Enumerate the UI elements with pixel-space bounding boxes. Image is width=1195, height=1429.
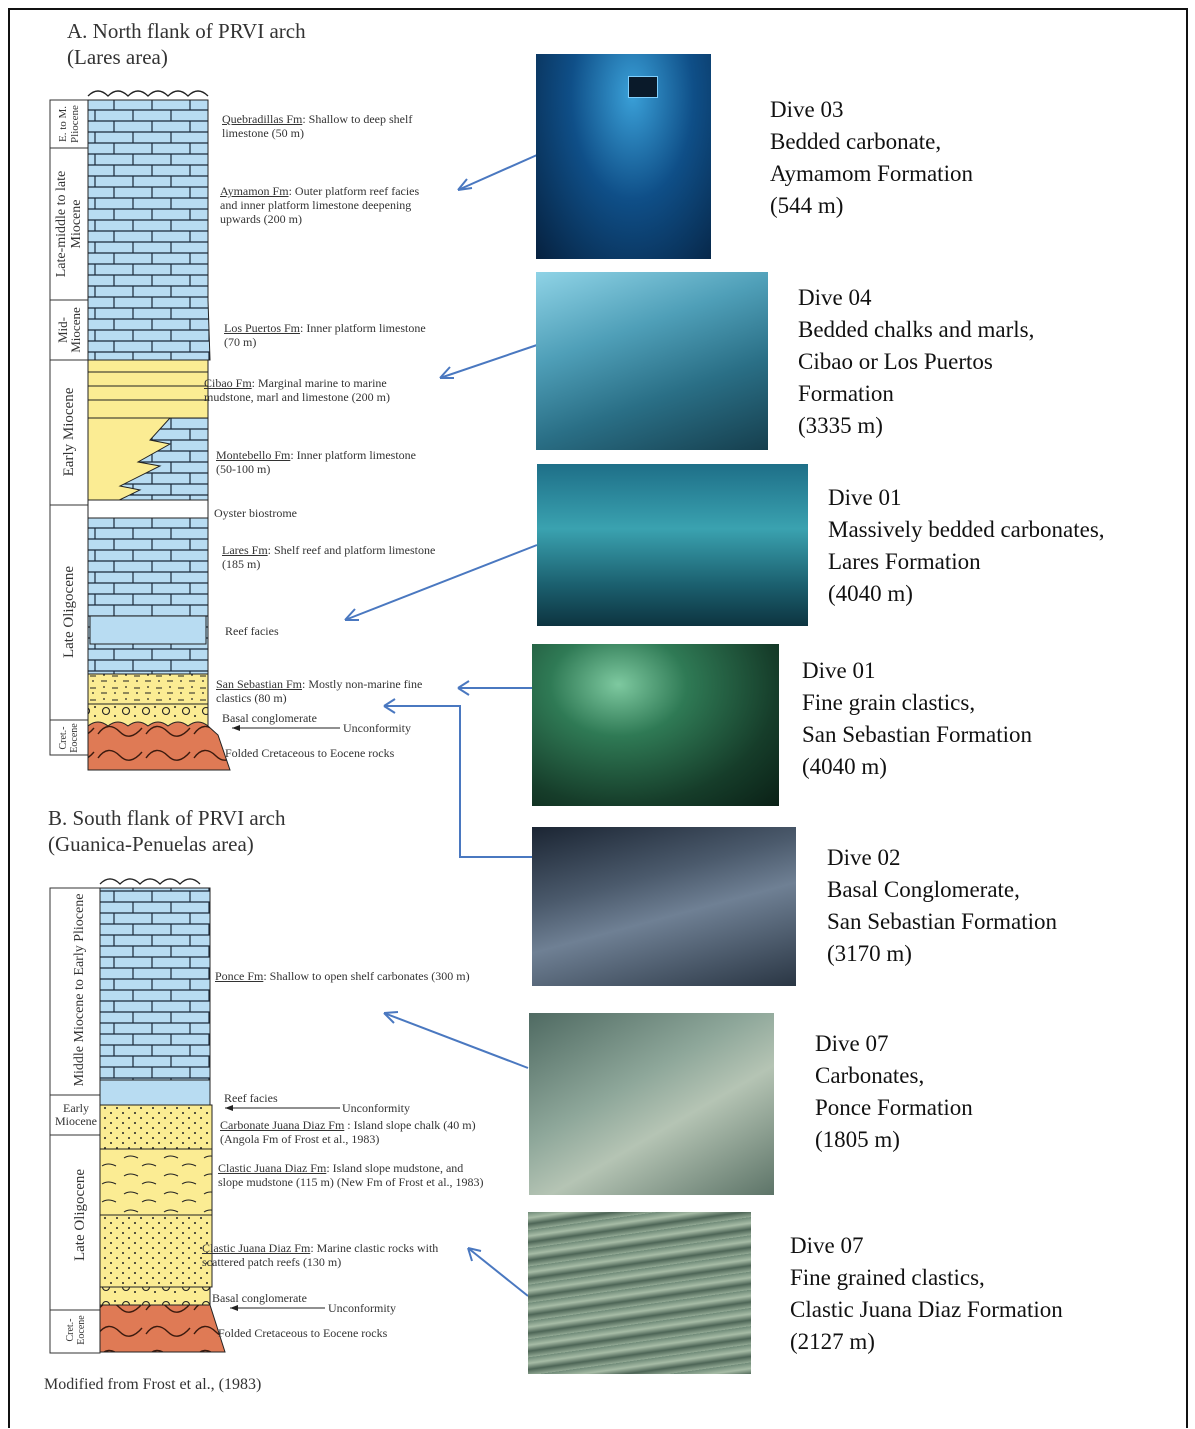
unit-label: Oyster biostrome	[214, 506, 297, 520]
unit-label: Quebradillas Fm: Shallow to deep shelf l…	[222, 112, 412, 140]
section-a-lithology	[88, 91, 230, 770]
unit-label: San Sebastian Fm: Mostly non-marine fine…	[216, 677, 422, 705]
age-label: Middle Miocene to Early Pliocene	[73, 894, 87, 1087]
unit-label: Montebello Fm: Inner platform limestone …	[216, 448, 416, 476]
unit-label: Cibao Fm: Marginal marine to marine muds…	[204, 376, 390, 404]
unit-label: Basal conglomerate	[222, 711, 317, 725]
figure-credit: Modified from Frost et al., (1983)	[44, 1376, 261, 1394]
age-label: Cret.- Eocene	[65, 1310, 87, 1350]
unit-label: Aymamon Fm: Outer platform reef facies a…	[220, 184, 419, 226]
unit-label: Carbonate Juana Diaz Fm : Island slope c…	[220, 1118, 476, 1146]
age-label: Cret.- Eocene	[58, 718, 80, 758]
dive-caption: Dive 07Fine grained clastics,Clastic Jua…	[790, 1230, 1063, 1358]
age-label: Late-middle to late Miocene	[54, 154, 84, 294]
unit-label: Lares Fm: Shelf reef and platform limest…	[222, 543, 435, 571]
dive-photo	[529, 1013, 774, 1195]
age-label: Early Miocene	[62, 388, 76, 477]
dive-photo	[536, 54, 711, 259]
dive-caption: Dive 07Carbonates,Ponce Formation(1805 m…	[815, 1028, 973, 1156]
dive-photo	[536, 272, 768, 450]
section-b-lithology	[100, 879, 225, 1352]
unit-label: Unconformity	[342, 1101, 410, 1115]
unit-label: Unconformity	[343, 721, 411, 735]
age-label: Late Oligocene	[62, 566, 76, 658]
dive-caption: Dive 01Massively bedded carbonates,Lares…	[828, 482, 1105, 610]
dive-caption: Dive 03Bedded carbonate,Aymamom Formatio…	[770, 94, 973, 222]
unit-label: Los Puertos Fm: Inner platform limestone…	[224, 321, 426, 349]
unit-label: Reef facies	[224, 1091, 278, 1105]
unit-label: Ponce Fm: Shallow to open shelf carbonat…	[215, 969, 470, 983]
unit-label: Folded Cretaceous to Eocene rocks	[225, 746, 394, 760]
unit-label: Unconformity	[328, 1301, 396, 1315]
unit-label: Clastic Juana Diaz Fm: Marine clastic ro…	[202, 1241, 438, 1269]
unit-label: Clastic Juana Diaz Fm: Island slope muds…	[218, 1161, 484, 1189]
unit-label: Reef facies	[225, 624, 279, 638]
unit-label: Basal conglomerate	[212, 1291, 307, 1305]
dive-photo	[532, 827, 796, 986]
dive-photo	[537, 464, 808, 626]
rov-light-icon	[628, 76, 658, 98]
dive-photo	[532, 644, 779, 806]
dive-caption: Dive 01Fine grain clastics,San Sebastian…	[802, 655, 1032, 783]
dive-caption: Dive 02Basal Conglomerate,San Sebastian …	[827, 842, 1057, 970]
age-label: E. to M. Pliocene	[57, 89, 81, 159]
age-label: Late Oligocene	[73, 1169, 87, 1261]
age-label: Mid-Miocene	[56, 303, 82, 358]
age-label: Early Miocene	[52, 1102, 100, 1128]
dive-caption: Dive 04Bedded chalks and marls,Cibao or …	[798, 282, 1034, 442]
dive-photo	[528, 1212, 751, 1374]
unit-label: Folded Cretaceous to Eocene rocks	[218, 1326, 387, 1340]
